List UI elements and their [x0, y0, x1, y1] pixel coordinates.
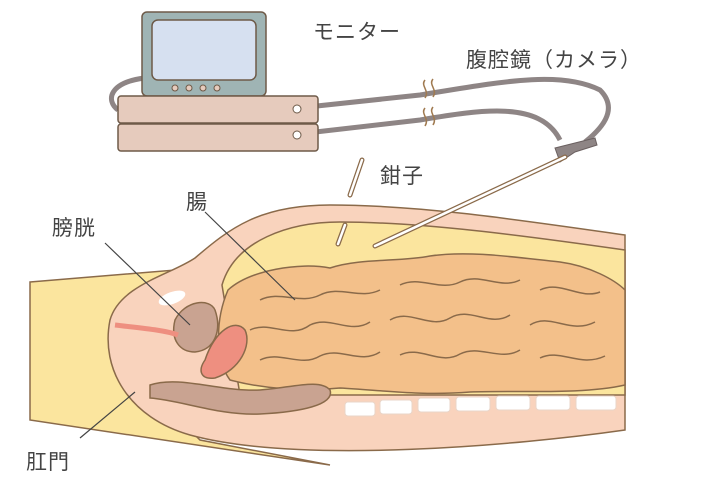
rectum: [149, 381, 332, 415]
cable-breaks: [422, 78, 436, 127]
monitor-screen: [151, 19, 257, 81]
urethra: [114, 322, 179, 338]
bladder: [173, 301, 219, 353]
control-unit-top: [117, 95, 319, 124]
spine: [344, 395, 617, 417]
control-unit-bottom: [117, 123, 319, 152]
intestine-folds: [249, 278, 606, 361]
uterus: [200, 324, 248, 379]
monitor-buttons: [171, 84, 221, 92]
label-bladder: 膀胱: [52, 216, 96, 240]
label-laparoscope: 腹腔鏡（カメラ）: [466, 48, 642, 72]
label-forceps: 鉗子: [380, 164, 424, 188]
label-monitor: モニター: [313, 20, 401, 44]
label-intestine: 腸: [186, 190, 208, 214]
intestine: [217, 253, 626, 395]
label-anus: 肛門: [26, 450, 70, 474]
leader-lines: [79, 211, 296, 439]
cables: [108, 75, 611, 144]
